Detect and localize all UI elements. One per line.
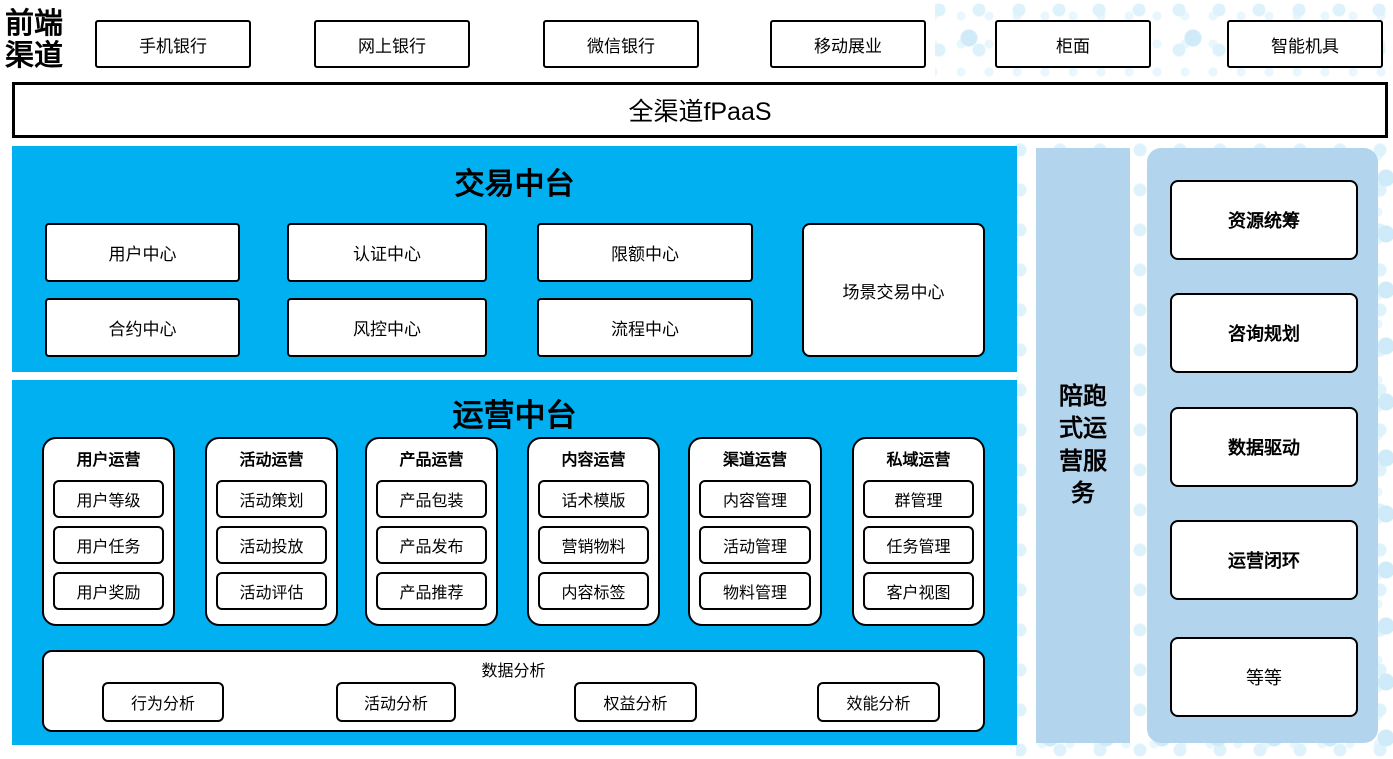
op-column-content-operations: 内容运营 话术模版 营销物料 内容标签 bbox=[527, 437, 660, 626]
fpaas-bar: 全渠道fPaaS bbox=[12, 82, 1388, 138]
channel-box-mobile-banking: 手机银行 bbox=[95, 20, 251, 68]
op-column-product-operations: 产品运营 产品包装 产品发布 产品推荐 bbox=[365, 437, 498, 626]
panel-box-etc: 等等 bbox=[1170, 637, 1358, 717]
side-service-label: 陪跑式运营服务 bbox=[1059, 382, 1107, 507]
transaction-platform-title: 交易中台 bbox=[454, 168, 575, 201]
op-item: 产品发布 bbox=[376, 526, 487, 564]
op-item: 用户奖励 bbox=[53, 572, 164, 610]
op-column-header: 私域运营 bbox=[886, 452, 951, 469]
op-column-channel-operations: 渠道运营 内容管理 活动管理 物料管理 bbox=[688, 437, 822, 626]
analysis-box-behavior: 行为分析 bbox=[102, 682, 224, 722]
op-item: 营销物料 bbox=[538, 526, 649, 564]
center-box-user: 用户中心 bbox=[45, 223, 240, 282]
op-column-private-domain-operations: 私域运营 群管理 任务管理 客户视图 bbox=[852, 437, 985, 626]
analysis-box-activity: 活动分析 bbox=[336, 682, 456, 722]
panel-box-consulting-planning: 咨询规划 bbox=[1170, 293, 1358, 373]
data-analysis-label: 数据分析 bbox=[481, 663, 546, 680]
channel-box-counter: 柜面 bbox=[995, 20, 1151, 68]
center-box-auth: 认证中心 bbox=[287, 223, 487, 282]
channel-box-online-banking: 网上银行 bbox=[314, 20, 470, 68]
op-item: 活动策划 bbox=[216, 480, 327, 518]
op-item: 内容标签 bbox=[538, 572, 649, 610]
op-item: 物料管理 bbox=[699, 572, 811, 610]
op-column-header: 内容运营 bbox=[561, 452, 626, 469]
op-item: 任务管理 bbox=[863, 526, 974, 564]
center-box-process: 流程中心 bbox=[537, 298, 753, 357]
operations-platform-title: 运营中台 bbox=[452, 398, 577, 433]
analysis-box-performance: 效能分析 bbox=[817, 682, 940, 722]
channel-box-wechat-banking: 微信银行 bbox=[543, 20, 699, 68]
front-channels-label: 前端渠道 bbox=[5, 8, 64, 73]
right-service-panel: 资源统筹 咨询规划 数据驱动 运营闭环 等等 bbox=[1147, 148, 1378, 743]
transaction-platform-block: 交易中台 用户中心 认证中心 限额中心 合约中心 风控中心 流程中心 场景交易中… bbox=[12, 146, 1017, 372]
operations-platform-block: 运营中台 用户运营 用户等级 用户任务 用户奖励 活动运营 活动策划 活动投放 … bbox=[12, 380, 1017, 745]
op-column-header: 活动运营 bbox=[239, 452, 304, 469]
op-column-header: 产品运营 bbox=[399, 452, 464, 469]
op-column-header: 渠道运营 bbox=[722, 452, 787, 469]
center-box-risk: 风控中心 bbox=[287, 298, 487, 357]
op-item: 活动管理 bbox=[699, 526, 811, 564]
op-item: 用户等级 bbox=[53, 480, 164, 518]
panel-box-operation-loop: 运营闭环 bbox=[1170, 520, 1358, 600]
channel-box-mobile-outreach: 移动展业 bbox=[770, 20, 926, 68]
op-item: 产品包装 bbox=[376, 480, 487, 518]
op-item: 客户视图 bbox=[863, 572, 974, 610]
op-item: 活动评估 bbox=[216, 572, 327, 610]
op-item: 活动投放 bbox=[216, 526, 327, 564]
panel-box-resource-coordination: 资源统筹 bbox=[1170, 180, 1358, 260]
op-item: 话术模版 bbox=[538, 480, 649, 518]
analysis-box-rights: 权益分析 bbox=[574, 682, 697, 722]
channel-box-smart-devices: 智能机具 bbox=[1227, 20, 1383, 68]
center-box-limit: 限额中心 bbox=[537, 223, 753, 282]
side-service-bar: 陪跑式运营服务 bbox=[1036, 148, 1130, 743]
center-box-scenario-transaction: 场景交易中心 bbox=[802, 223, 985, 357]
op-item: 用户任务 bbox=[53, 526, 164, 564]
op-column-activity-operations: 活动运营 活动策划 活动投放 活动评估 bbox=[205, 437, 338, 626]
op-column-header: 用户运营 bbox=[76, 452, 141, 469]
op-item: 群管理 bbox=[863, 480, 974, 518]
op-column-user-operations: 用户运营 用户等级 用户任务 用户奖励 bbox=[42, 437, 175, 626]
center-box-contract: 合约中心 bbox=[45, 298, 240, 357]
op-item: 内容管理 bbox=[699, 480, 811, 518]
panel-box-data-driven: 数据驱动 bbox=[1170, 407, 1358, 487]
op-item: 产品推荐 bbox=[376, 572, 487, 610]
data-analysis-container: 数据分析 行为分析 活动分析 权益分析 效能分析 bbox=[42, 650, 985, 732]
